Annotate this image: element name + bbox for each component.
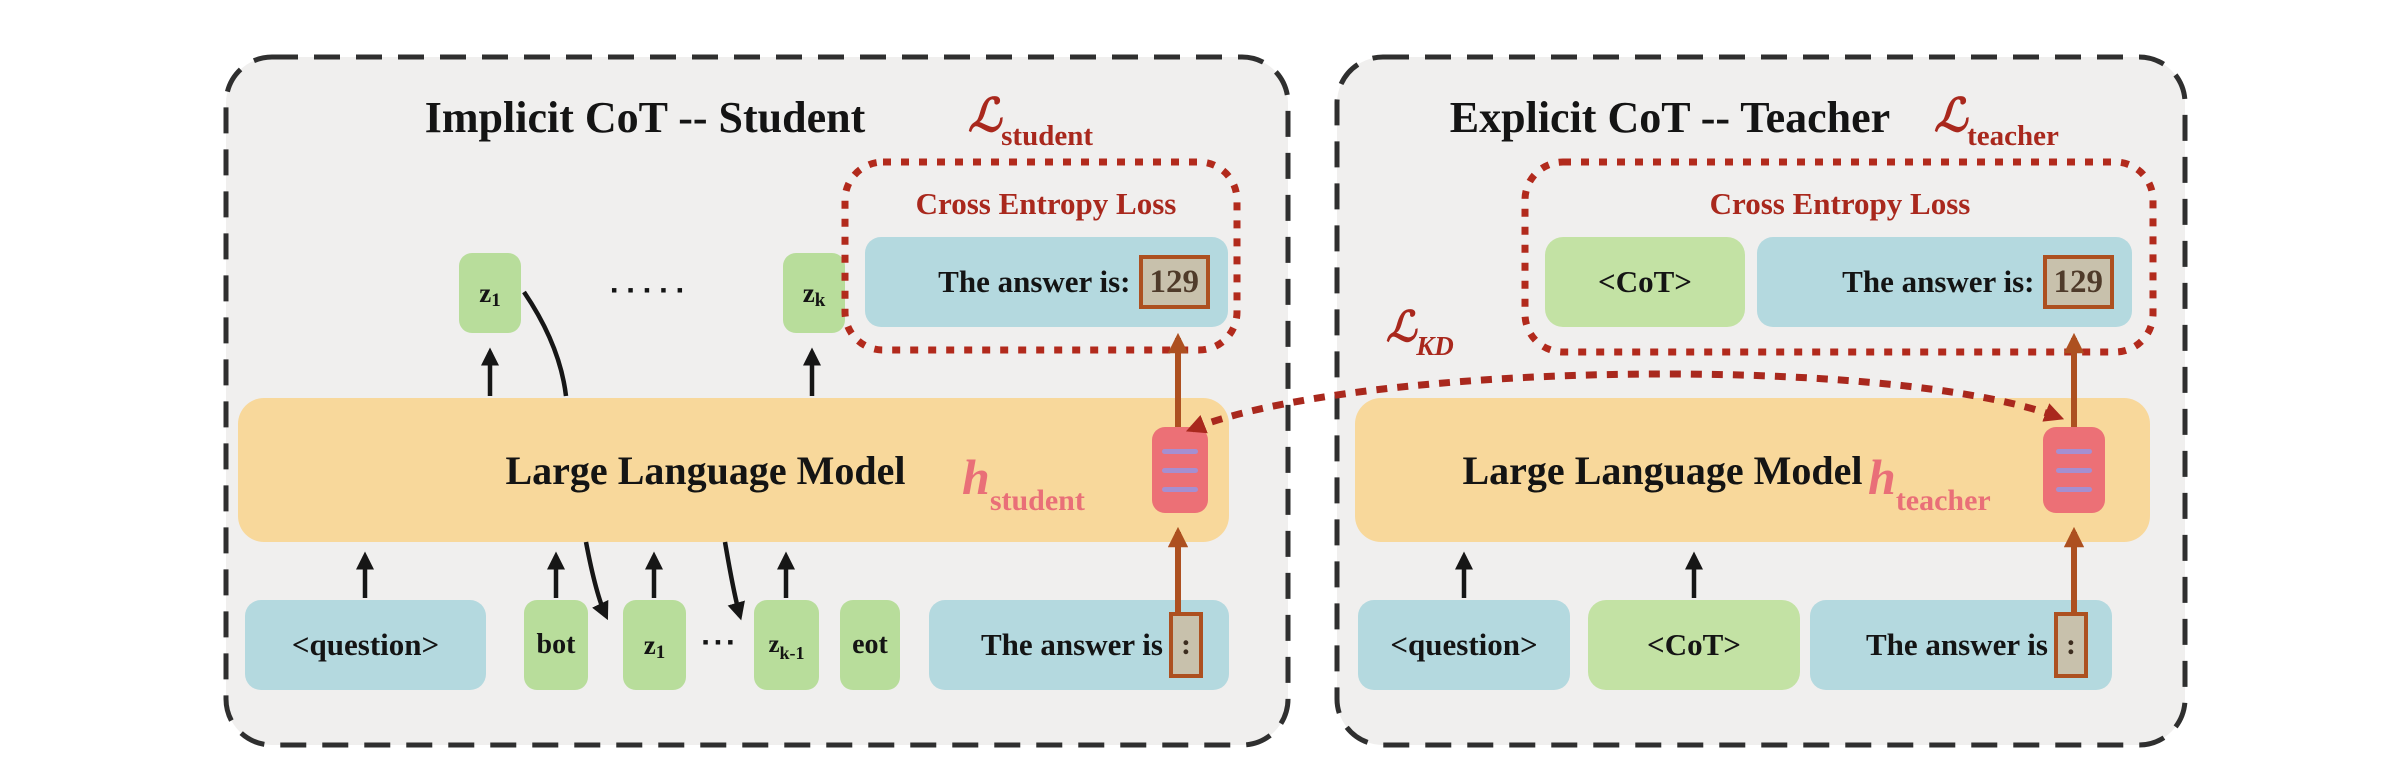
zk1-input-subscript: k-1	[779, 642, 805, 663]
student-prediction-text: The answer is:	[938, 264, 1131, 299]
teacher-colon-token-box: :	[2054, 612, 2088, 678]
teacher-panel-title: Explicit CoT -- Teacher	[1449, 93, 1891, 142]
hidden-state-line	[2056, 448, 2092, 454]
answer-prompt-text: The answer is	[980, 627, 1163, 662]
zk-output-label: z	[802, 277, 815, 308]
teacher-token-answer-prompt: The answer is :	[1810, 600, 2112, 690]
student-hidden-state-label: hstudent	[962, 448, 1085, 517]
z1-output-subscript: 1	[491, 290, 501, 311]
teacher-cot-output-box: <CoT>	[1545, 237, 1745, 327]
z1-input-label: z	[643, 629, 656, 660]
kd-loss-label: ℒKD	[1386, 302, 1454, 361]
bot-token-label: bot	[536, 629, 576, 660]
student-loss-symbol: ℒ	[968, 90, 1002, 141]
hidden-state-line	[1162, 467, 1198, 473]
teacher-hidden-state-vector	[2043, 427, 2105, 513]
student-panel-title: Implicit CoT -- Student	[424, 93, 866, 142]
h-teacher-symbol: h	[1868, 449, 1896, 505]
kd-loss-subscript: KD	[1416, 331, 1454, 361]
student-llm-label: Large Language Model	[505, 447, 906, 493]
teacher-llm-label: Large Language Model	[1462, 447, 1863, 493]
hidden-state-line	[1162, 448, 1198, 454]
student-loss-subscript: student	[1001, 120, 1093, 152]
z1-output-label: z	[479, 277, 492, 308]
curve-llm-to-z1-input	[583, 541, 609, 621]
teacher-token-question: <question>	[1358, 600, 1570, 690]
student-colon-token-box: :	[1169, 612, 1203, 678]
student-token-bot: bot	[524, 600, 588, 690]
student-token-eot: eot	[840, 600, 900, 690]
hidden-state-line	[2056, 486, 2092, 492]
student-token-question: <question>	[245, 600, 486, 690]
student-answer-value-box: 129	[1138, 254, 1210, 310]
student-loss-label: ℒstudent	[968, 88, 1093, 152]
teacher-token-cot: <CoT>	[1588, 600, 1800, 690]
cot-token-label: <CoT>	[1647, 627, 1741, 662]
curve-llm-to-zk1-input	[722, 541, 745, 621]
student-token-answer-prompt: The answer is :	[929, 600, 1229, 690]
teacher-prediction-box: The answer is: 129	[1757, 237, 2132, 327]
teacher-loss-label: ℒteacher	[1934, 88, 2059, 152]
curve-z1-output-into-llm	[522, 290, 569, 397]
hidden-state-line	[2056, 467, 2092, 473]
eot-token-label: eot	[852, 629, 888, 660]
student-prediction-box: The answer is: 129	[865, 237, 1228, 327]
teacher-hidden-state-label: hteacher	[1868, 448, 1991, 517]
question-token-label: <question>	[291, 627, 440, 662]
question-token-label: <question>	[1390, 627, 1538, 662]
teacher-answer-value-box: 129	[2042, 254, 2114, 310]
zk-output-subscript: k	[814, 290, 826, 311]
teacher-loss-symbol: ℒ	[1934, 90, 1968, 141]
student-cross-entropy-title: Cross Entropy Loss	[915, 186, 1177, 221]
student-hidden-state-vector	[1152, 427, 1208, 513]
teacher-loss-subscript: teacher	[1967, 120, 2059, 152]
teacher-prediction-text: The answer is:	[1842, 264, 2035, 299]
kd-loss-symbol: ℒ	[1386, 305, 1417, 351]
h-student-subscript: student	[989, 484, 1085, 517]
student-latent-ellipsis: ▪▪▪▪▪	[611, 280, 693, 300]
zk1-input-label: z	[768, 631, 780, 658]
h-student-symbol: h	[962, 449, 990, 505]
h-teacher-subscript: teacher	[1895, 484, 1991, 517]
hidden-state-line	[1162, 486, 1198, 492]
teacher-llm-box: Large Language Model	[1355, 398, 2150, 542]
answer-prompt-text: The answer is	[1865, 627, 2048, 662]
student-input-ellipsis: ▪▪▪	[702, 632, 740, 652]
cot-output-label: <CoT>	[1598, 264, 1692, 299]
teacher-cross-entropy-title: Cross Entropy Loss	[1709, 186, 1971, 221]
z1-input-subscript: 1	[655, 642, 666, 663]
